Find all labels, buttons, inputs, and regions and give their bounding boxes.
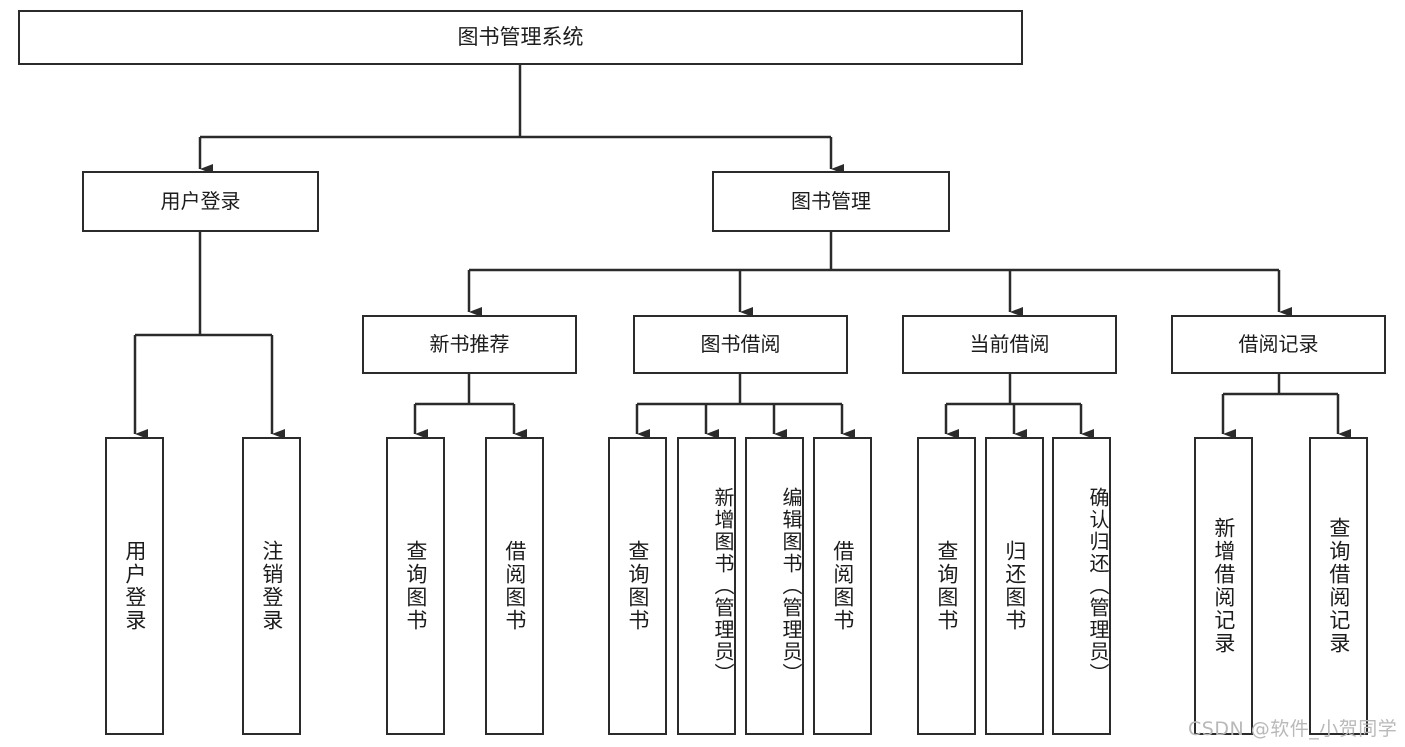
leaf-borrow-book[interactable]: 借阅图书 xyxy=(813,437,872,735)
node-user-login[interactable]: 用户登录 xyxy=(82,171,319,232)
leaf-confirm-return-admin[interactable]: 确认归还（管理员） xyxy=(1052,437,1111,735)
leaf-borrow-book-recommend[interactable]: 借阅图书 xyxy=(485,437,544,735)
leaf-add-book-admin-label: 新增图书（管理员） xyxy=(711,487,735,685)
node-book-management[interactable]: 图书管理 xyxy=(712,171,950,232)
node-book-borrow[interactable]: 图书借阅 xyxy=(633,315,848,374)
node-borrow-record-label: 借阅记录 xyxy=(1238,331,1319,356)
leaf-confirm-return-admin-label: 确认归还（管理员） xyxy=(1086,487,1110,685)
leaf-borrow-book-recommend-label: 借阅图书 xyxy=(502,540,527,632)
node-book-management-label: 图书管理 xyxy=(791,188,871,213)
node-borrow-record[interactable]: 借阅记录 xyxy=(1171,315,1386,374)
leaf-add-book-admin[interactable]: 新增图书（管理员） xyxy=(677,437,736,735)
node-current-borrow[interactable]: 当前借阅 xyxy=(902,315,1117,374)
leaf-return-book-label: 归还图书 xyxy=(1002,540,1027,632)
leaf-add-borrow-record-label: 新增借阅记录 xyxy=(1211,517,1236,655)
node-user-login-label: 用户登录 xyxy=(160,188,241,213)
node-new-book-recommend-label: 新书推荐 xyxy=(429,331,510,356)
node-new-book-recommend[interactable]: 新书推荐 xyxy=(362,315,577,374)
leaf-logout[interactable]: 注销登录 xyxy=(242,437,301,735)
node-current-borrow-label: 当前借阅 xyxy=(969,331,1050,356)
leaf-edit-book-admin-label: 编辑图书（管理员） xyxy=(779,487,803,685)
leaf-query-borrow-record[interactable]: 查询借阅记录 xyxy=(1309,437,1368,735)
node-book-borrow-label: 图书借阅 xyxy=(700,331,781,356)
leaf-edit-book-admin[interactable]: 编辑图书（管理员） xyxy=(745,437,804,735)
csdn-watermark: CSDN @软件_小贺同学 xyxy=(1188,718,1398,740)
leaf-user-login-label: 用户登录 xyxy=(122,540,147,632)
leaf-query-book-current[interactable]: 查询图书 xyxy=(917,437,976,735)
node-root-library-system[interactable]: 图书管理系统 xyxy=(18,10,1023,65)
leaf-query-book-current-label: 查询图书 xyxy=(934,540,959,632)
leaf-query-book-borrow[interactable]: 查询图书 xyxy=(608,437,667,735)
leaf-query-book-recommend-label: 查询图书 xyxy=(403,540,428,632)
leaf-query-book-borrow-label: 查询图书 xyxy=(625,540,650,632)
leaf-query-borrow-record-label: 查询借阅记录 xyxy=(1326,517,1351,655)
leaf-user-login[interactable]: 用户登录 xyxy=(105,437,164,735)
leaf-add-borrow-record[interactable]: 新增借阅记录 xyxy=(1194,437,1253,735)
node-root-label: 图书管理系统 xyxy=(457,25,584,50)
leaf-return-book[interactable]: 归还图书 xyxy=(985,437,1044,735)
leaf-query-book-recommend[interactable]: 查询图书 xyxy=(386,437,445,735)
leaf-borrow-book-label: 借阅图书 xyxy=(830,540,855,632)
leaf-logout-label: 注销登录 xyxy=(259,540,284,632)
